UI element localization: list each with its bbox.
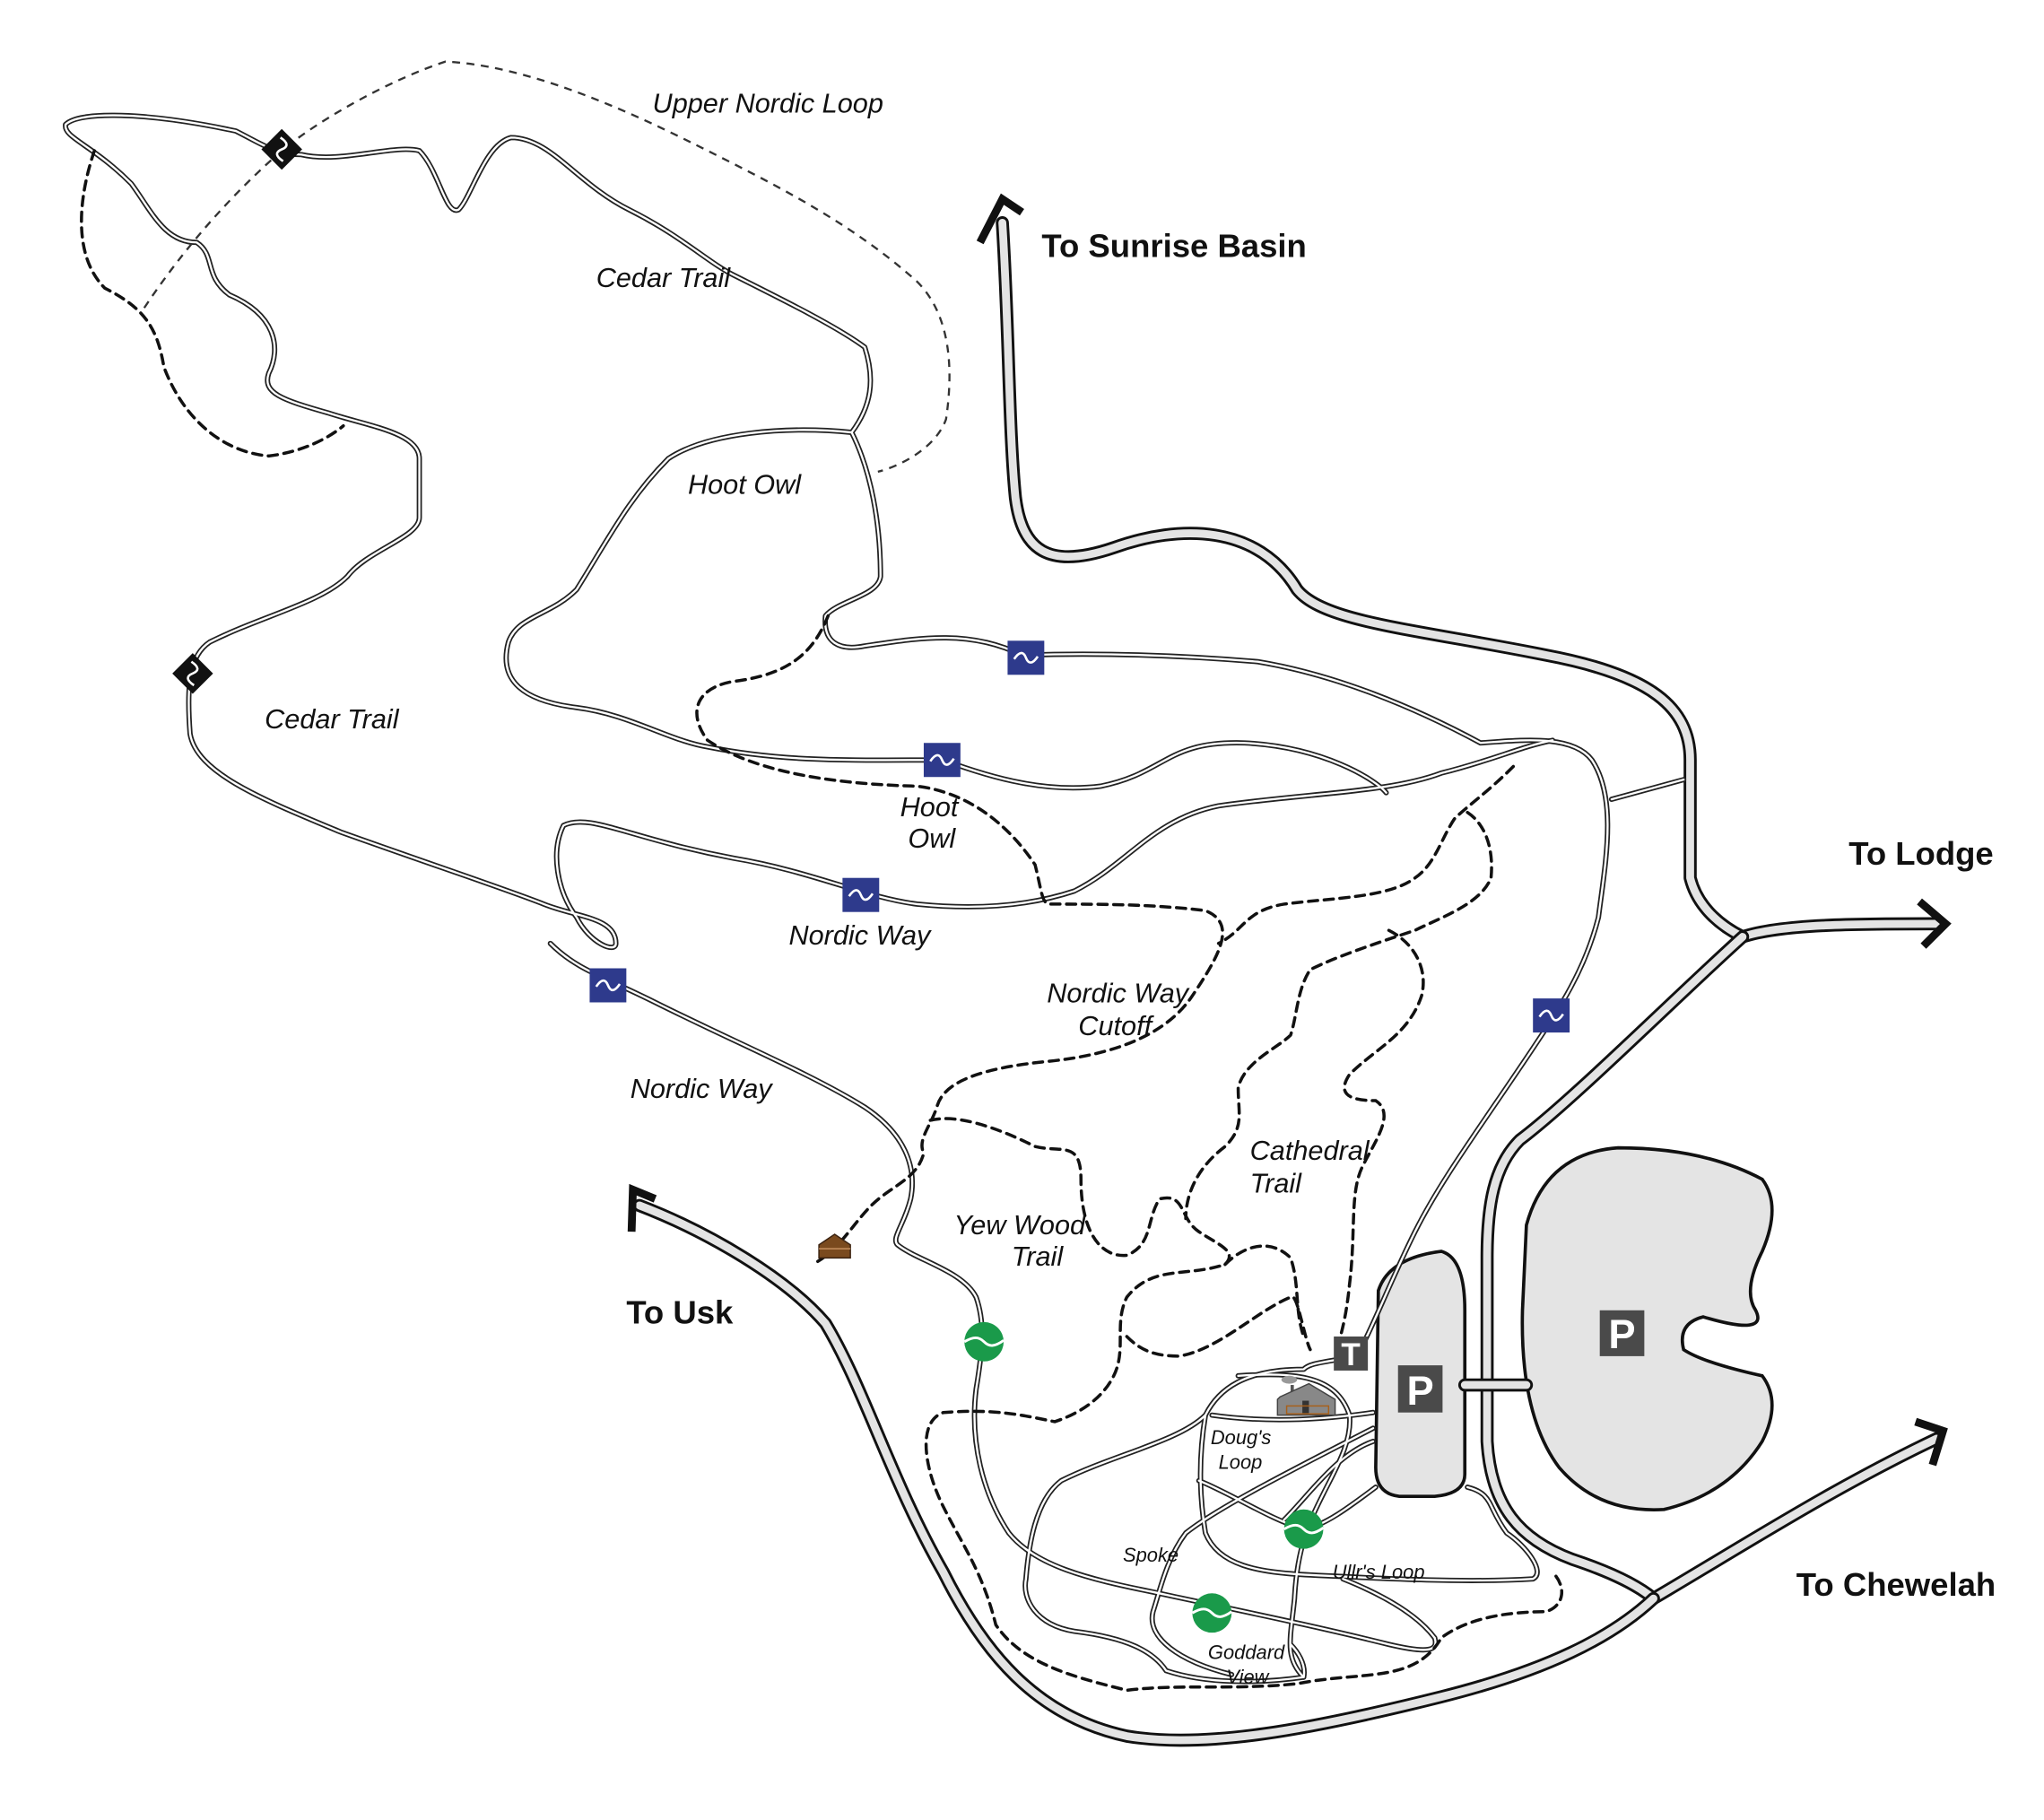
intermediate-marker-icon — [589, 968, 627, 1003]
label-nordic-way: Nordic Way — [788, 920, 932, 951]
arrow-right-icon — [1917, 898, 1952, 949]
destination-usk[interactable]: To Usk — [626, 1293, 734, 1330]
trail-segment — [1610, 778, 1685, 801]
trail-segment — [505, 429, 1387, 794]
label-cathedral-trail: Cathedral — [1250, 1136, 1370, 1166]
trail-segment — [503, 427, 1389, 796]
parking-letter: P — [1608, 1311, 1635, 1357]
label-hoot-owl: Hoot Owl — [688, 470, 802, 501]
easiest-marker-icon — [1283, 1509, 1325, 1549]
difficult-marker-icon — [261, 128, 302, 170]
parking-letter: P — [1406, 1368, 1433, 1414]
trailhead-sign: T — [1334, 1336, 1369, 1372]
intermediate-marker-icon — [1007, 640, 1045, 675]
trails — [63, 112, 1687, 1685]
destination-lodge[interactable]: To Lodge — [1848, 835, 1994, 872]
trail-segment — [1023, 1354, 1358, 1683]
easiest-marker-icon — [963, 1321, 1005, 1362]
label-nordic-way-cutoff: Nordic Way — [1047, 978, 1190, 1008]
trail-segment — [1199, 1414, 1539, 1582]
label-goddard-view: Goddard — [1208, 1641, 1285, 1663]
difficult-marker-icon — [172, 653, 213, 694]
intermediate-marker-icon — [1533, 998, 1570, 1033]
label-upper-nordic-loop: Upper Nordic Loop — [653, 89, 883, 119]
label-goddard-view: View — [1226, 1666, 1269, 1688]
label-cedar-trail: Cedar Trail — [596, 263, 732, 293]
trailhead-letter: T — [1341, 1337, 1361, 1372]
trail-segment — [64, 114, 872, 434]
trail-labels: Upper Nordic Loop Cedar Trail Cedar Trai… — [265, 89, 1424, 1688]
label-cedar-trail: Cedar Trail — [265, 704, 400, 735]
trail-segment — [1342, 1578, 1436, 1640]
label-nordic-way: Nordic Way — [631, 1074, 774, 1104]
parking-lot-large — [1520, 1145, 1774, 1511]
label-yew-wood-trail: Trail — [1012, 1241, 1065, 1272]
arrow-left-icon — [627, 1183, 657, 1232]
label-cathedral-trail: Trail — [1250, 1168, 1303, 1198]
label-hoot-owl: Hoot — [900, 792, 960, 823]
label-dougs-loop: Loop — [1219, 1451, 1263, 1474]
trail-segment — [1211, 1411, 1375, 1421]
label-nordic-way-cutoff: Cutoff — [1078, 1011, 1154, 1041]
destination-chewelah[interactable]: To Chewelah — [1796, 1566, 1996, 1603]
easiest-marker-icon — [1191, 1593, 1233, 1633]
trail-segment — [63, 121, 1556, 951]
label-hoot-owl: Owl — [908, 823, 956, 854]
trail-segment — [63, 112, 874, 435]
lodge-icon — [1276, 1375, 1336, 1416]
label-dougs-loop: Doug's — [1211, 1426, 1272, 1449]
label-spoke: Spoke — [1123, 1544, 1179, 1566]
warming-hut-icon — [818, 1233, 851, 1259]
arrow-right-icon — [1914, 1417, 1948, 1467]
label-yew-wood-trail: Yew Wood — [954, 1210, 1086, 1241]
intermediate-marker-icon — [923, 743, 961, 778]
direction-arrows — [627, 193, 1952, 1467]
roads — [632, 216, 1944, 1747]
label-ullrs-loop: Ullr's Loop — [1333, 1561, 1425, 1583]
parking-lots — [1374, 1145, 1774, 1511]
arrow-up-icon — [976, 193, 1024, 245]
parking-sign: P — [1599, 1310, 1645, 1357]
parking-sign: P — [1397, 1365, 1443, 1414]
destination-sunrise-basin[interactable]: To Sunrise Basin — [1041, 227, 1306, 264]
intermediate-marker-icon — [842, 877, 880, 912]
trail-segment — [64, 123, 1554, 949]
trail-segment — [1340, 1576, 1438, 1641]
